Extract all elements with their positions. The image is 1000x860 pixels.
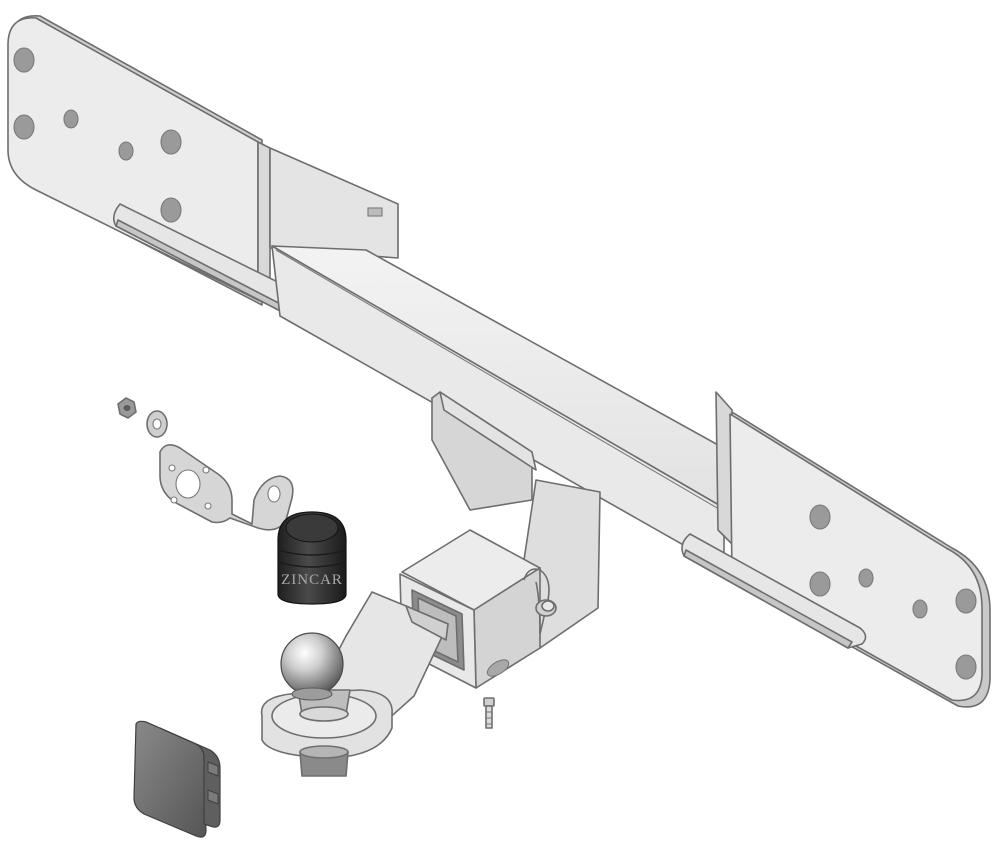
plate-hole xyxy=(13,114,35,140)
plate-hole xyxy=(858,568,874,588)
plate-hole xyxy=(63,109,79,129)
washer xyxy=(146,410,168,438)
receiver-support-left xyxy=(431,391,537,511)
receiver-cap xyxy=(133,720,221,838)
socket-bracket xyxy=(159,444,294,531)
tow-ball xyxy=(280,632,351,722)
brand-label: ZINCAR xyxy=(281,572,343,588)
rubber-ball-cover: ZINCAR xyxy=(277,511,347,605)
hitch-pin-clip xyxy=(523,568,557,635)
plate-hole xyxy=(160,129,182,155)
plate-hole xyxy=(912,599,928,619)
plate-hole xyxy=(13,47,35,73)
plate-hole xyxy=(118,141,134,161)
right-lower-lip xyxy=(681,533,867,649)
flange-slot xyxy=(367,207,383,217)
left-mounting-plate xyxy=(7,15,263,306)
right-mounting-plate xyxy=(715,391,991,708)
plate-hole xyxy=(809,571,831,597)
left-flange-bracket xyxy=(257,141,399,306)
bolt xyxy=(483,697,495,729)
hex-nut xyxy=(117,397,137,419)
receiver-slot xyxy=(486,659,510,677)
plate-hole xyxy=(809,504,831,530)
plate-hole xyxy=(955,588,977,614)
main-cross-beam xyxy=(271,245,739,569)
plate-hole xyxy=(955,654,977,680)
plate-hole xyxy=(160,197,182,223)
